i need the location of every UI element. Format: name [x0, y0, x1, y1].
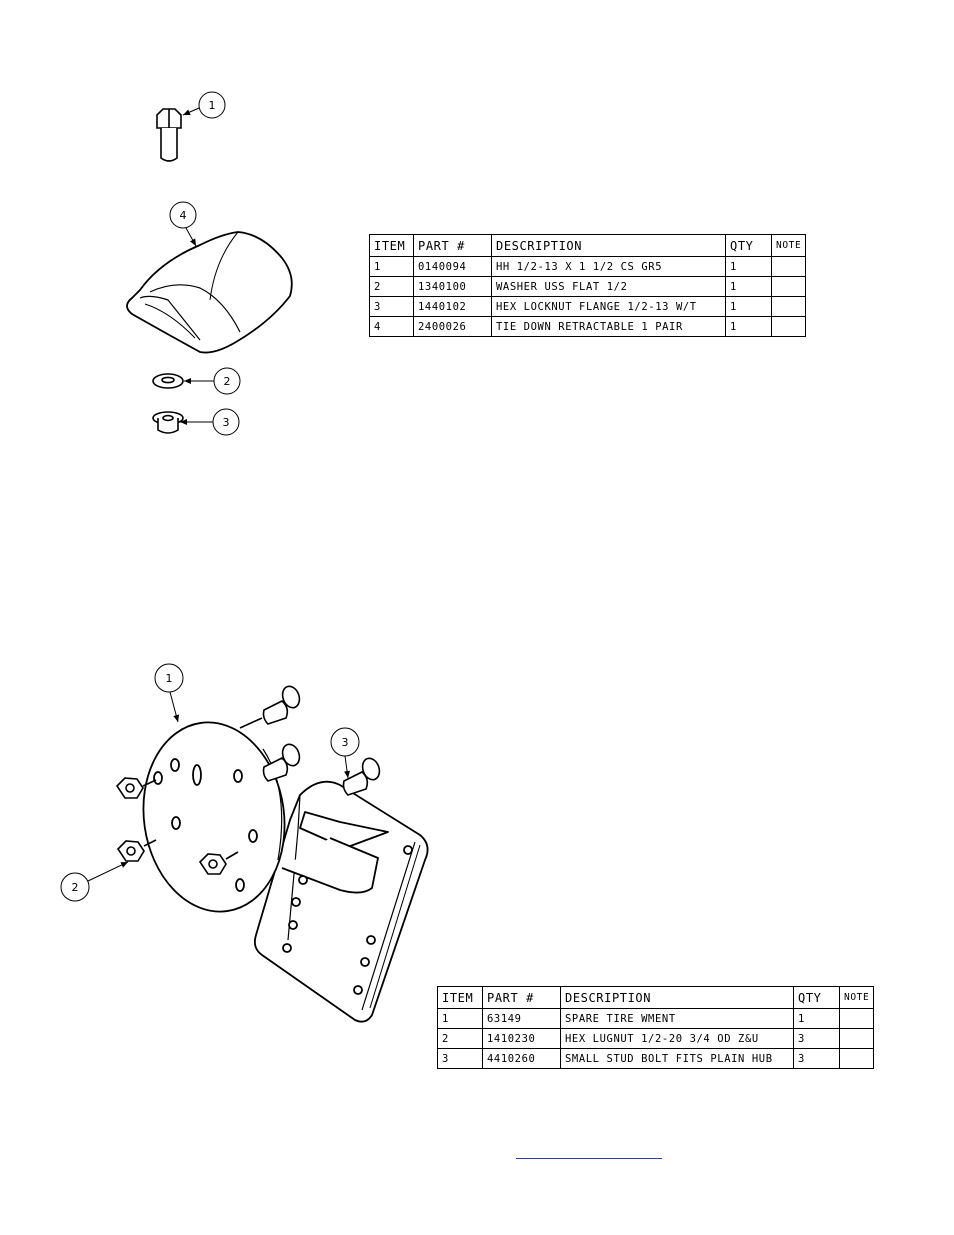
- cell-qty: 1: [725, 256, 772, 277]
- col-part: PART #: [413, 234, 492, 257]
- cell-item: 4: [369, 316, 414, 337]
- tie-down-illustration: [126, 231, 293, 354]
- col-note: NOTE: [838, 986, 875, 1009]
- cell-part: 2400026: [413, 316, 492, 337]
- cell-part: 4410260: [482, 1048, 561, 1069]
- balloon-callouts-1: [169, 91, 241, 436]
- spare-tire-bracket-illustration: [253, 780, 429, 1023]
- cell-note: [770, 276, 807, 297]
- cell-description: HEX LOCKNUT FLANGE 1/2-13 W/T: [491, 296, 726, 317]
- cell-note: [838, 1028, 875, 1049]
- locknut-illustration: [152, 411, 184, 434]
- table-header-row: ITEM PART # DESCRIPTION QTY NOTE: [437, 986, 875, 1009]
- col-part: PART #: [482, 986, 561, 1009]
- cell-description: HH 1/2-13 X 1 1/2 CS GR5: [491, 256, 726, 277]
- cell-qty: 1: [725, 296, 772, 317]
- cell-item: 3: [369, 296, 414, 317]
- col-note: NOTE: [770, 234, 807, 257]
- cell-qty: 3: [793, 1028, 840, 1049]
- cell-description: WASHER USS FLAT 1/2: [491, 276, 726, 297]
- col-item: ITEM: [369, 234, 414, 257]
- balloon-4: 4: [180, 209, 187, 222]
- balloon-2: 2: [224, 375, 231, 388]
- cell-part: 1410230: [482, 1028, 561, 1049]
- col-qty: QTY: [793, 986, 840, 1009]
- table-row: 3 4410260 SMALL STUD BOLT FITS PLAIN HUB…: [437, 1048, 875, 1069]
- washer-illustration: [152, 373, 184, 389]
- table-row: 4 2400026 TIE DOWN RETRACTABLE 1 PAIR 1: [369, 316, 807, 337]
- stud-bolt-illustrations: [239, 685, 381, 796]
- cell-qty: 1: [725, 316, 772, 337]
- table-row: 3 1440102 HEX LOCKNUT FLANGE 1/2-13 W/T …: [369, 296, 807, 317]
- cell-part: 1440102: [413, 296, 492, 317]
- cell-qty: 1: [725, 276, 772, 297]
- cell-description: HEX LUGNUT 1/2-20 3/4 OD Z&U: [560, 1028, 794, 1049]
- bill-of-materials-table-1: ITEM PART # DESCRIPTION QTY NOTE 1 01400…: [369, 234, 807, 337]
- balloon-2-2: 2: [72, 881, 79, 894]
- table-row: 1 63149 SPARE TIRE WMENT 1: [437, 1008, 875, 1029]
- cell-note: [770, 316, 807, 337]
- lug-nut-illustrations: [115, 777, 239, 875]
- balloon-1: 1: [209, 99, 216, 112]
- table-header-row: ITEM PART # DESCRIPTION QTY NOTE: [369, 234, 807, 257]
- col-qty: QTY: [725, 234, 772, 257]
- col-item: ITEM: [437, 986, 483, 1009]
- wheel-plate-illustration: [142, 721, 286, 913]
- balloon-callouts-2: [60, 663, 360, 902]
- cell-note: [770, 296, 807, 317]
- cell-item: 2: [369, 276, 414, 297]
- col-description: DESCRIPTION: [560, 986, 794, 1009]
- footer-link-underline[interactable]: [516, 1158, 662, 1159]
- cell-item: 1: [369, 256, 414, 277]
- cell-item: 2: [437, 1028, 483, 1049]
- table-row: 1 0140094 HH 1/2-13 X 1 1/2 CS GR5 1: [369, 256, 807, 277]
- table-row: 2 1340100 WASHER USS FLAT 1/2 1: [369, 276, 807, 297]
- cell-part: 1340100: [413, 276, 492, 297]
- cell-note: [838, 1008, 875, 1029]
- col-description: DESCRIPTION: [491, 234, 726, 257]
- cell-description: TIE DOWN RETRACTABLE 1 PAIR: [491, 316, 726, 337]
- table-row: 2 1410230 HEX LUGNUT 1/2-20 3/4 OD Z&U 3: [437, 1028, 875, 1049]
- cell-description: SMALL STUD BOLT FITS PLAIN HUB: [560, 1048, 794, 1069]
- bill-of-materials-table-2: ITEM PART # DESCRIPTION QTY NOTE 1 63149…: [437, 986, 875, 1069]
- cell-description: SPARE TIRE WMENT: [560, 1008, 794, 1029]
- cell-part: 0140094: [413, 256, 492, 277]
- hex-bolt-illustration: [156, 108, 182, 162]
- balloon-2-1: 1: [166, 672, 173, 685]
- cell-note: [770, 256, 807, 277]
- cell-item: 3: [437, 1048, 483, 1069]
- balloon-2-3: 3: [342, 736, 349, 749]
- cell-qty: 1: [793, 1008, 840, 1029]
- cell-part: 63149: [482, 1008, 561, 1029]
- cell-item: 1: [437, 1008, 483, 1029]
- balloon-3: 3: [223, 416, 230, 429]
- cell-note: [838, 1048, 875, 1069]
- cell-qty: 3: [793, 1048, 840, 1069]
